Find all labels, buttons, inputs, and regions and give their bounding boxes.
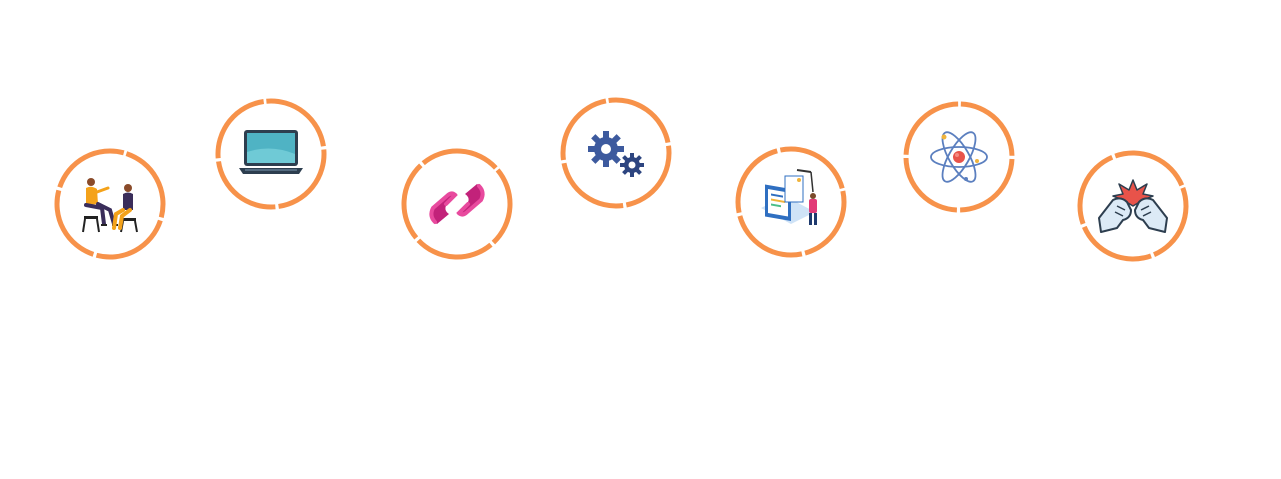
integration-link-icon	[429, 184, 485, 224]
gears-icon	[588, 131, 644, 177]
step-ring	[54, 148, 166, 260]
atom-icon	[930, 131, 988, 183]
laptop-icon	[239, 130, 303, 174]
step-ring	[560, 97, 672, 209]
process-step-integration	[401, 148, 513, 260]
step-ring	[735, 146, 847, 258]
process-step-configuration	[560, 97, 672, 209]
process-step-consultation	[54, 148, 166, 260]
process-step-partnership	[1077, 150, 1189, 262]
process-step-innovation	[903, 101, 1015, 213]
step-ring	[215, 98, 327, 210]
fist-bump-icon	[1098, 179, 1168, 233]
documentation-icon	[761, 169, 817, 225]
process-step-documentation	[735, 146, 847, 258]
process-step-development	[215, 98, 327, 210]
step-ring	[903, 101, 1015, 213]
step-ring	[401, 148, 513, 260]
consultation-icon	[82, 178, 138, 233]
step-ring	[1077, 150, 1189, 262]
